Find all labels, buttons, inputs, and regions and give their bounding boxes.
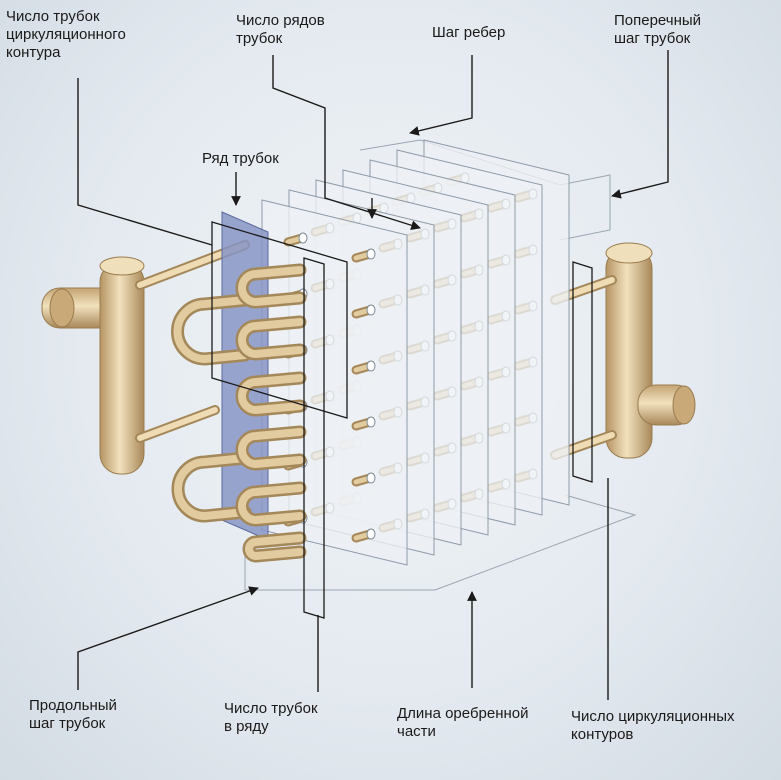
u-bend xyxy=(238,428,304,469)
label-rows-count: Число рядов трубок xyxy=(236,12,325,47)
label-transverse-pitch: Поперечный шаг трубок xyxy=(614,12,702,47)
leader-tubes-circuit xyxy=(77,78,213,246)
outline-guides xyxy=(244,139,637,591)
tube-hole xyxy=(366,304,376,316)
label-tubes-circuit: Число трубок циркуляционного контура xyxy=(6,8,126,61)
leader-lines xyxy=(77,50,669,700)
tube-hole xyxy=(366,472,376,484)
annotation-frames xyxy=(211,221,593,619)
u-bend xyxy=(238,266,304,307)
label-longitudinal-pitch: Продольный шаг трубок xyxy=(29,697,117,732)
tube-hole xyxy=(366,416,376,428)
tube-hole xyxy=(366,528,376,540)
leader-longitudinal-pitch xyxy=(77,586,259,690)
u-bends xyxy=(171,263,307,563)
tube-hole xyxy=(366,360,376,372)
tube-hole xyxy=(298,232,308,244)
label-tubes-in-row: Число трубок в ряду xyxy=(224,700,318,735)
left-header xyxy=(41,256,145,475)
u-bend xyxy=(174,454,249,521)
fins xyxy=(261,139,570,566)
u-bend xyxy=(238,484,304,525)
leader-fin-pitch xyxy=(409,55,473,136)
u-bend xyxy=(238,318,304,359)
tube-hole xyxy=(366,248,376,260)
u-bend xyxy=(238,374,304,415)
u-bend xyxy=(173,296,249,364)
leader-rows-count xyxy=(272,55,421,231)
leader-transverse-pitch xyxy=(611,50,669,199)
right-header xyxy=(605,242,696,459)
label-circuits-count: Число циркуляционных контуров xyxy=(571,708,735,743)
label-tube-row: Ряд трубок xyxy=(202,150,279,167)
label-finned-length: Длина оребренной части xyxy=(397,705,529,740)
label-fin-pitch: Шаг ребер xyxy=(432,24,506,41)
u-bend xyxy=(245,534,304,561)
